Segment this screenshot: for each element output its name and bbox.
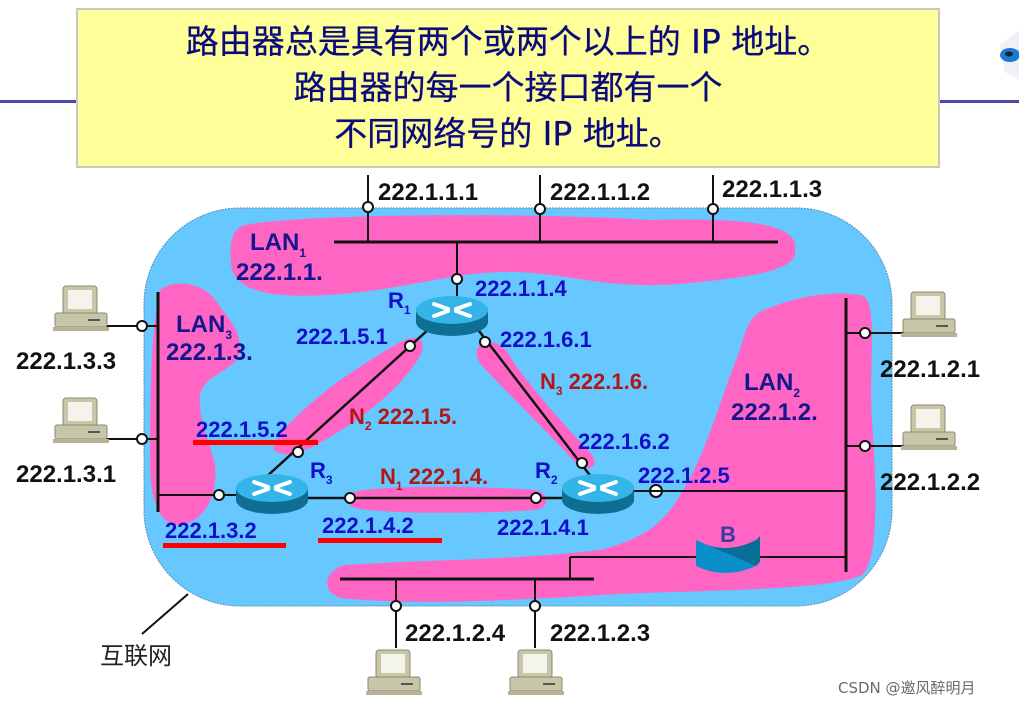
iface-label: 222.1.6.2: [578, 429, 670, 454]
router-r1-icon: [414, 294, 490, 338]
iface-label: 222.1.5.1: [296, 324, 388, 349]
host-label: 222.1.2.2: [880, 469, 980, 496]
host-label: 222.1.3.1: [16, 461, 116, 488]
lan3-highlight: [150, 283, 240, 525]
corner-logo-icon: [1000, 30, 1019, 80]
router-r2-icon: [560, 472, 636, 516]
pc-222-1-3-1-icon: [52, 397, 110, 444]
pc-222-1-3-3-icon: [52, 285, 110, 332]
iface-label: 222.1.2.5: [638, 463, 730, 488]
pc-222-1-2-4-icon: [365, 649, 423, 696]
iface-label: 222.1.3.2: [165, 518, 257, 543]
network-highlights: [150, 215, 876, 602]
host-label: 222.1.1.1: [378, 179, 478, 206]
iface-222-1-1-3: [707, 203, 719, 215]
host-label: 222.1.2.4: [405, 620, 506, 647]
lan2-prefix: 222.1.2.: [731, 399, 818, 426]
router-r3-icon: [234, 472, 310, 516]
router-r1-label: R1: [388, 288, 411, 317]
iface-label: 222.1.4.2: [322, 513, 414, 538]
host-label: 222.1.2.3: [550, 620, 650, 647]
internet-pointer: [141, 593, 189, 635]
internet-label: 互联网: [100, 642, 172, 670]
lan2-segment: [340, 298, 905, 648]
host-label: 222.1.2.1: [880, 356, 980, 383]
host-label: 222.1.1.2: [550, 179, 650, 206]
iface-222-1-1-1: [362, 201, 374, 213]
iface-label: 222.1.6.1: [500, 327, 592, 352]
iface-label: 222.1.4.1: [497, 515, 589, 540]
iface-label: 222.1.5.2: [196, 417, 288, 442]
pc-222-1-2-3-icon: [507, 649, 565, 696]
lan3-label: LAN3: [176, 311, 232, 342]
watermark: CSDN @邀风醉明月: [838, 679, 976, 697]
router-r3-label: R3: [310, 458, 333, 487]
lan2-highlight: [327, 293, 876, 602]
n1-highlight: [347, 486, 547, 513]
iface-222-1-1-4: [451, 273, 463, 285]
lan1-highlight: [230, 215, 796, 296]
lan2-label: LAN2: [744, 369, 800, 400]
router-r2-label: R2: [535, 458, 558, 487]
banner-line-3: 不同网络号的 IP 地址。: [334, 114, 682, 153]
pc-222-1-2-1-icon: [900, 291, 958, 338]
iface-label: 222.1.1.4: [475, 276, 568, 301]
bridge-icon: B: [696, 522, 760, 573]
highlight-underlines: [163, 440, 442, 548]
host-label: 222.1.1.3: [722, 176, 822, 203]
svg-text:B: B: [720, 522, 736, 547]
banner-line-2: 路由器的每一个接口都有一个: [293, 68, 723, 107]
info-banner: 路由器总是具有两个或两个以上的 IP 地址。 路由器的每一个接口都有一个 不同网…: [76, 8, 940, 168]
banner-line-1: 路由器总是具有两个或两个以上的 IP 地址。: [185, 22, 831, 61]
lan1-prefix: 222.1.1.: [236, 259, 323, 286]
pc-222-1-2-2-icon: [900, 404, 958, 451]
host-label: 222.1.3.3: [16, 348, 116, 375]
lan3-prefix: 222.1.3.: [166, 339, 253, 366]
iface-222-1-1-2: [534, 203, 546, 215]
lan3-segment: [100, 292, 240, 512]
lan1-label: LAN1: [250, 229, 306, 260]
